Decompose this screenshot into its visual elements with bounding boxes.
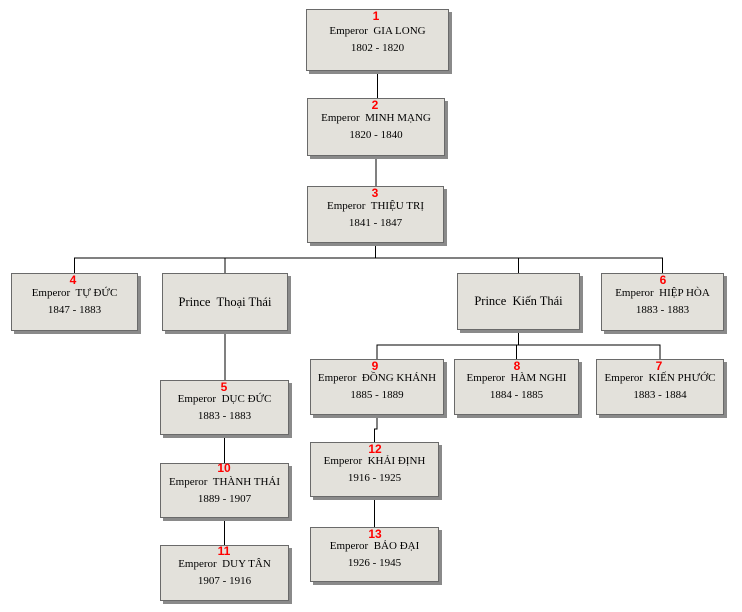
node-years: 1883 - 1883 bbox=[197, 409, 252, 422]
connector-line bbox=[376, 330, 519, 359]
node-thanh-thai: Emperor THÀNH THÁI 1889 - 1907 bbox=[160, 463, 289, 518]
node-name: Emperor DỤC ĐỨC bbox=[177, 392, 272, 405]
node-years: 1889 - 1907 bbox=[197, 492, 252, 505]
node-dong-khanh: Emperor ĐỒNG KHÁNH 1885 - 1889 bbox=[310, 359, 444, 415]
node-gia-long: Emperor GIA LONG 1802 - 1820 bbox=[306, 9, 449, 71]
reign-number: 3 bbox=[371, 186, 379, 200]
node-prince-thoai-thai: Prince Thoại Thái bbox=[162, 273, 288, 331]
reign-number: 2 bbox=[371, 98, 379, 112]
node-kien-phuoc: Emperor KIẾN PHƯỚC 1883 - 1884 bbox=[596, 359, 724, 415]
node-years: 1907 - 1916 bbox=[197, 575, 252, 587]
node-name: Emperor HIỆP HÒA bbox=[615, 287, 710, 299]
reign-number: 12 bbox=[368, 442, 382, 456]
reign-number: 8 bbox=[513, 359, 521, 373]
node-duc-duc: Emperor DỤC ĐỨC 1883 - 1883 bbox=[160, 380, 289, 435]
node-prince-kien-thai: Prince Kiến Thái bbox=[457, 273, 580, 330]
node-years: 1885 - 1889 bbox=[350, 389, 404, 401]
reign-number: 9 bbox=[371, 359, 379, 373]
node-khai-dinh: Emperor KHẢI ĐỊNH 1916 - 1925 bbox=[310, 442, 439, 497]
node-name: Prince Kiến Thái bbox=[474, 294, 563, 308]
node-years: 1802 - 1820 bbox=[350, 42, 405, 54]
node-duy-tan: Emperor DUY TÂN 1907 - 1916 bbox=[160, 545, 289, 601]
node-name: Prince Thoại Thái bbox=[178, 294, 272, 309]
connector-line bbox=[518, 330, 661, 359]
node-years: 1883 - 1884 bbox=[633, 389, 687, 401]
node-tu-duc: Emperor TỰ ĐỨC 1847 - 1883 bbox=[11, 273, 138, 331]
node-thieu-tri: Emperor THIỆU TRỊ 1841 - 1847 bbox=[307, 186, 444, 243]
node-ham-nghi: Emperor HÀM NGHI 1884 - 1885 bbox=[454, 359, 579, 415]
reign-number: 10 bbox=[217, 461, 231, 475]
node-hiep-hoa: Emperor HIỆP HÒA 1883 - 1883 bbox=[601, 273, 724, 331]
node-years: 1916 - 1925 bbox=[347, 471, 402, 484]
reign-number: 1 bbox=[372, 9, 380, 23]
connector-line bbox=[375, 243, 663, 273]
node-years: 1820 - 1840 bbox=[349, 129, 403, 141]
reign-number: 5 bbox=[220, 380, 228, 394]
connector-line bbox=[224, 243, 376, 273]
reign-number: 7 bbox=[655, 359, 663, 373]
node-years: 1883 - 1883 bbox=[635, 304, 690, 316]
node-years: 1847 - 1883 bbox=[47, 304, 102, 316]
reign-number: 11 bbox=[217, 544, 231, 558]
node-name: Emperor THIỆU TRỊ bbox=[326, 199, 425, 212]
connector-line bbox=[374, 415, 378, 442]
reign-number: 6 bbox=[659, 273, 667, 287]
node-name: Emperor THÀNH THÁI bbox=[168, 475, 281, 488]
reign-number: 13 bbox=[368, 527, 382, 541]
node-years: 1926 - 1945 bbox=[347, 556, 402, 569]
node-name: Emperor BẢO ĐẠI bbox=[329, 539, 420, 552]
node-name: Emperor GIA LONG bbox=[329, 25, 426, 37]
node-years: 1884 - 1885 bbox=[489, 389, 544, 401]
reign-number: 4 bbox=[69, 273, 77, 287]
node-name: Emperor HÀM NGHI bbox=[466, 372, 567, 384]
node-name: Emperor DUY TÂN bbox=[178, 558, 271, 570]
node-name: Emperor KHẢI ĐỊNH bbox=[323, 454, 426, 467]
node-name: Emperor TỰ ĐỨC bbox=[31, 287, 118, 299]
node-name: Emperor MINH MẠNG bbox=[321, 112, 431, 124]
node-name: Emperor ĐỒNG KHÁNH bbox=[317, 372, 437, 384]
node-name: Emperor KIẾN PHƯỚC bbox=[604, 372, 716, 384]
node-bao-dai: Emperor BẢO ĐẠI 1926 - 1945 bbox=[310, 527, 439, 582]
node-minh-mang: Emperor MINH MẠNG 1820 - 1840 bbox=[307, 98, 445, 156]
node-years: 1841 - 1847 bbox=[348, 216, 403, 229]
